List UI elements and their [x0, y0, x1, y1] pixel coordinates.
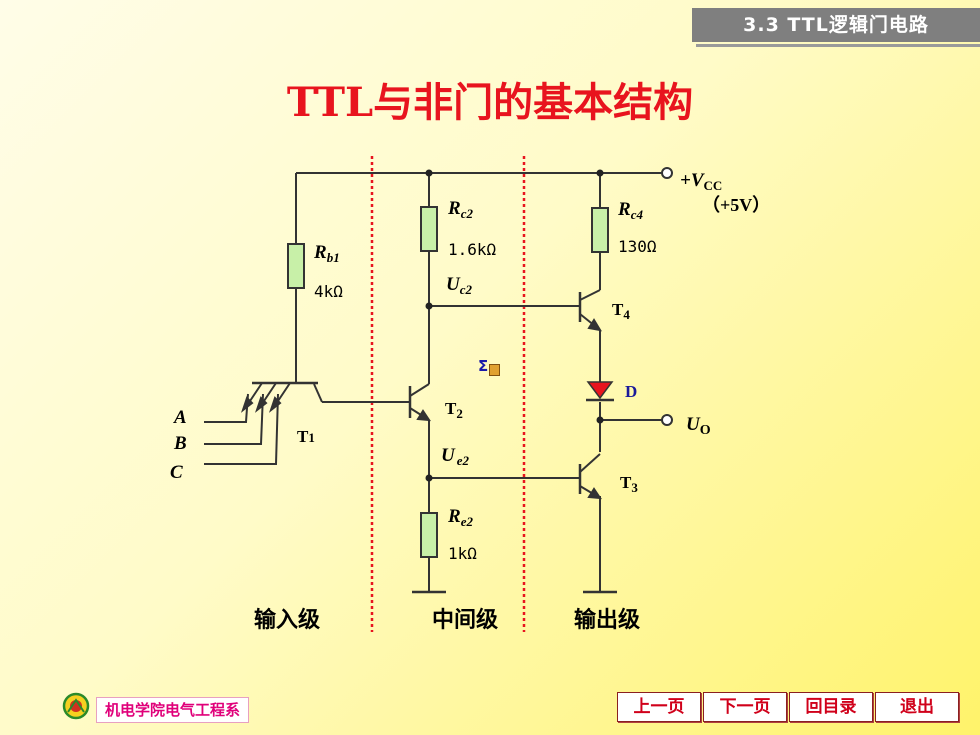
next-page-button[interactable]: 下一页 [703, 692, 787, 722]
input-c-label: C [170, 462, 183, 483]
section-header-rule [696, 44, 980, 47]
resistor-rb1 [287, 243, 305, 289]
page-title: TTL与非门的基本结构 [286, 79, 694, 126]
section-header: 3.3 TTL逻辑门电路 [692, 8, 980, 42]
resistor-rc4 [591, 207, 609, 253]
sigma-equation-icon[interactable]: Σ [478, 356, 500, 376]
transistor-t2 [408, 383, 431, 422]
diode-label: D [625, 382, 637, 401]
t3-label: T3 [620, 473, 638, 495]
rb1-name-label: Rb1 [313, 242, 340, 265]
t1-label: T1 [297, 427, 315, 446]
exit-button[interactable]: 退出 [875, 692, 959, 722]
input-b-label: B [173, 433, 187, 454]
terminals [661, 167, 673, 426]
rc2-value-label: 1.6kΩ [448, 240, 497, 259]
vcc-terminal [661, 167, 673, 179]
table-of-contents-button[interactable]: 回目录 [789, 692, 873, 722]
diode-d [586, 381, 614, 402]
uo-label: UO [686, 414, 711, 438]
transistor-t4 [578, 289, 602, 332]
transistor-t3 [578, 453, 602, 500]
school-logo-icon [62, 692, 90, 720]
junction-dots [425, 169, 604, 482]
stage-dividers [370, 156, 526, 632]
stage-label-middle: 中间级 [432, 607, 498, 633]
input-a-label: A [173, 407, 187, 428]
re2-value-label: 1kΩ [448, 544, 477, 563]
rb1-value-label: 4kΩ [314, 282, 343, 301]
transistor-t1 [241, 381, 318, 413]
output-terminal [661, 414, 673, 426]
uc2-label: Uc2 [446, 274, 473, 297]
vcc-label: +VCC [680, 170, 722, 193]
rc2-name-label: Rc2 [447, 198, 473, 221]
rc4-value-label: 130Ω [618, 237, 657, 256]
stage-label-output: 输出级 [574, 607, 640, 633]
resistor-re2 [420, 512, 438, 558]
resistor-rc2 [420, 206, 438, 252]
stage-label-input: 输入级 [254, 607, 320, 633]
re2-name-label: Re2 [447, 506, 473, 529]
department-name: 机电学院电气工程系 [96, 697, 250, 723]
t4-label: T4 [612, 300, 630, 322]
resistors [287, 206, 609, 558]
t2-label: T2 [445, 399, 463, 421]
prev-page-button[interactable]: 上一页 [617, 692, 701, 722]
vcc-value-label: （+5V） [702, 195, 770, 215]
rc4-name-label: Rc4 [617, 199, 643, 222]
